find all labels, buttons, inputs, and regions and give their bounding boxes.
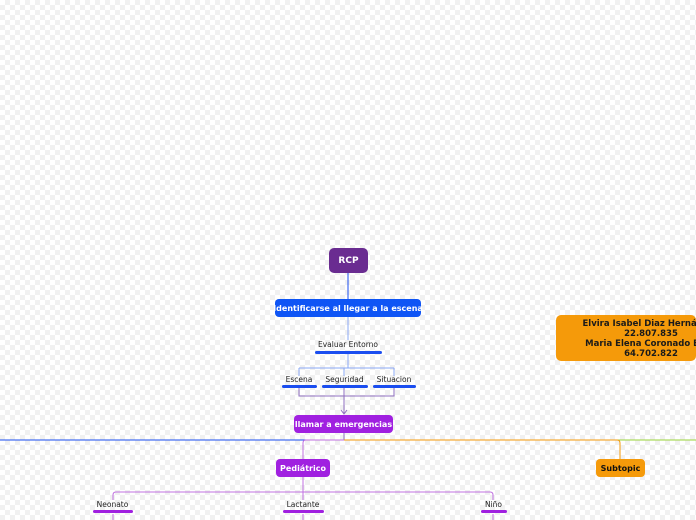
subtopic-nino-label: Niño — [484, 500, 503, 509]
topic-subtopic-label: Subtopic — [600, 463, 641, 473]
topic-llamar-label: llamar a emergencias — [294, 419, 393, 429]
topic-identificarse-label: Identificarse al llegar a la escena — [273, 303, 423, 313]
root-node-rcp[interactable]: RCP — [329, 248, 368, 273]
root-label: RCP — [338, 255, 359, 266]
subtopic-situacion[interactable]: Situacion — [372, 375, 416, 384]
subtopic-underline — [481, 510, 507, 513]
subtopic-escena-label: Escena — [285, 375, 313, 384]
subtopic-seguridad-label: Seguridad — [325, 375, 364, 384]
subtopic-lactante-label: Lactante — [286, 500, 320, 509]
author-2-name: Maria Elena Coronado Bove — [585, 339, 696, 349]
topic-subtopic[interactable]: Subtopic — [596, 459, 645, 477]
subtopic-escena[interactable]: Escena — [281, 375, 317, 384]
subtopic-evaluar-label: Evaluar Entorno — [318, 340, 378, 349]
topic-identificarse[interactable]: Identificarse al llegar a la escena — [273, 299, 423, 317]
author-1-id: 22.807.835 — [624, 329, 678, 339]
subtopic-underline — [373, 385, 416, 388]
subtopic-underline — [283, 510, 324, 513]
subtopic-lactante[interactable]: Lactante — [282, 500, 324, 509]
subtopic-underline — [315, 351, 382, 354]
subtopic-situacion-label: Situacion — [376, 375, 412, 384]
subtopic-nino[interactable]: Niño — [480, 500, 507, 509]
author-1-name: Elvira Isabel Diaz Hernández — [582, 319, 696, 329]
subtopic-neonato[interactable]: Neonato — [92, 500, 133, 509]
topic-pediatrico[interactable]: Pediátrico — [276, 459, 330, 477]
subtopic-seguridad[interactable]: Seguridad — [321, 375, 368, 384]
subtopic-evaluar-entorno[interactable]: Evaluar Entorno — [314, 340, 382, 349]
subtopic-neonato-label: Neonato — [96, 500, 129, 509]
authors-floating-topic[interactable]: Elvira Isabel Diaz Hernández 22.807.835 … — [556, 315, 696, 361]
subtopic-underline — [282, 385, 317, 388]
author-2-id: 64.702.822 — [624, 349, 678, 359]
topic-llamar-emergencias[interactable]: llamar a emergencias — [294, 415, 393, 433]
topic-pediatrico-label: Pediátrico — [280, 463, 326, 473]
subtopic-underline — [93, 510, 133, 513]
subtopic-underline — [322, 385, 368, 388]
